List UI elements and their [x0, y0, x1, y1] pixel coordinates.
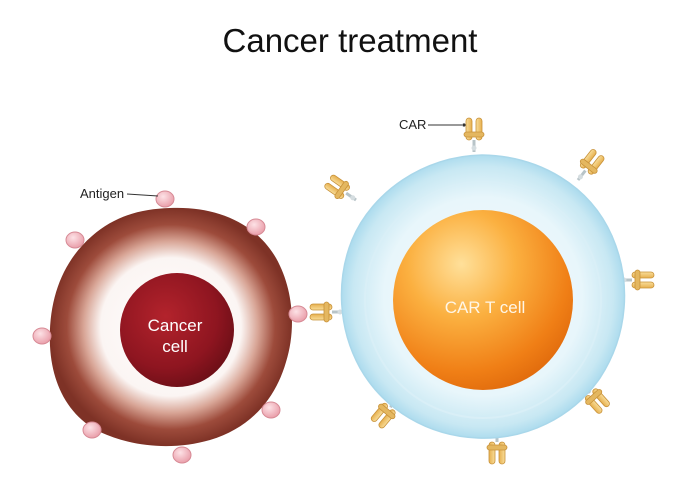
car-leader-dot [462, 123, 466, 127]
antigen-bump [65, 231, 85, 249]
antigen-bump [246, 218, 266, 236]
antigen-leader-line [126, 193, 159, 197]
cancer-cell-label-line2: cell [162, 337, 188, 356]
cancer-cell [32, 190, 308, 464]
antigen-bump [261, 401, 281, 419]
car-t-inner-ring [364, 181, 602, 419]
cancer-cell-label-line1: Cancer [147, 316, 203, 335]
car-receptor [568, 145, 609, 188]
car-t-cell [308, 116, 656, 466]
antigen-bump [155, 190, 175, 208]
cancer-cell-label: Cancer cell [120, 315, 230, 357]
antigen-bump [82, 421, 102, 439]
antigen-bump [172, 446, 192, 464]
page-title: Cancer treatment [222, 22, 478, 59]
antigen-bump [32, 327, 52, 345]
antigens [32, 190, 308, 464]
car-label: CAR [399, 117, 427, 132]
car-receptor [320, 170, 364, 210]
car-receptor [308, 300, 346, 324]
car-t-cell-label: CAR T cell [444, 298, 526, 317]
car-receptor [462, 116, 486, 154]
antigen-label: Antigen [80, 186, 125, 201]
car-receptor [618, 268, 656, 292]
antigen-bump [288, 305, 308, 323]
cancer-nucleus [120, 273, 234, 387]
car-t-nucleus [393, 210, 573, 390]
